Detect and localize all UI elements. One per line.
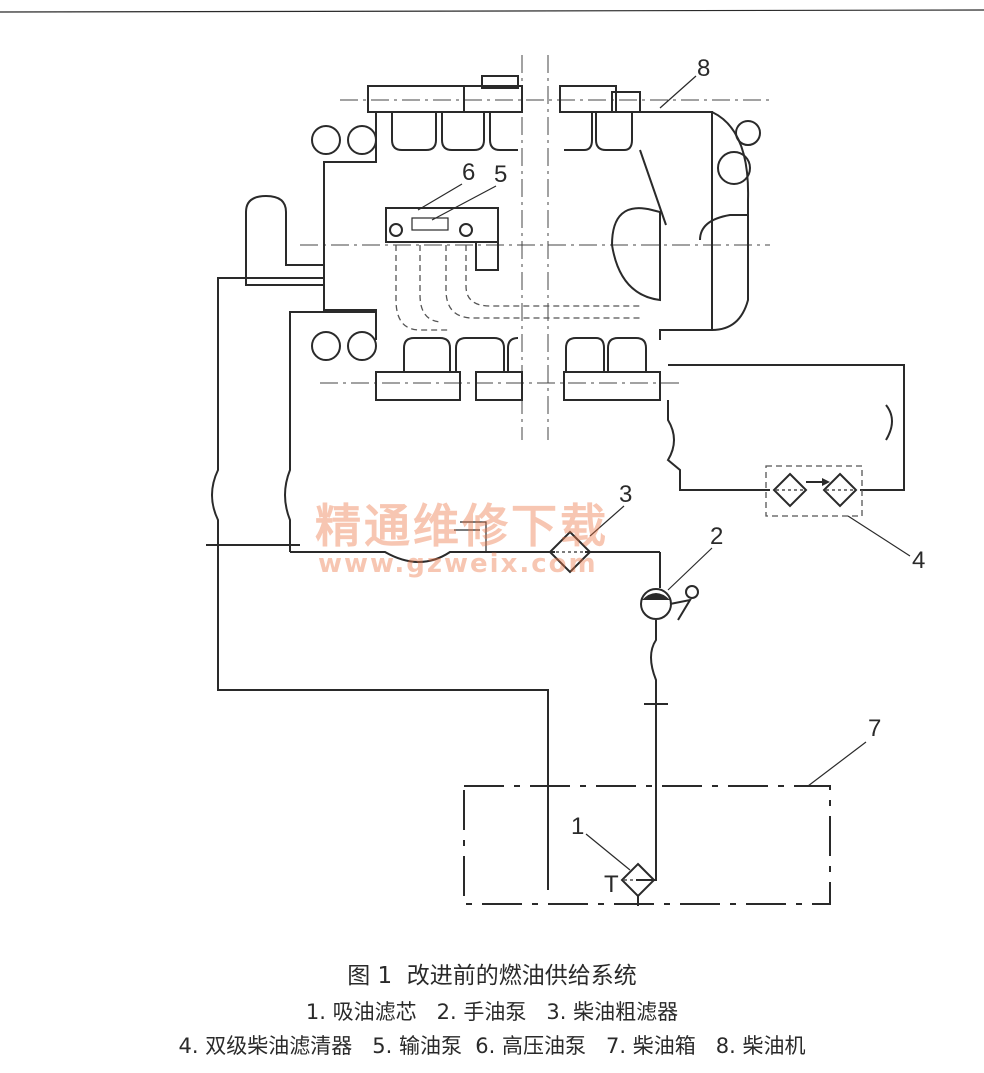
top-manifold-right xyxy=(559,85,617,113)
return-line xyxy=(211,277,549,890)
air-intake xyxy=(245,194,324,286)
legend-line-2: 4. 双级柴油滤清器 5. 输油泵 6. 高压油泵 7. 柴油箱 8. 柴油机 xyxy=(178,1034,806,1058)
bottom-rail-left xyxy=(375,371,461,401)
twin-filter-arrowhead xyxy=(822,478,830,486)
suction-line xyxy=(636,620,657,881)
twin-filter xyxy=(765,465,863,517)
hand-pump-knob xyxy=(685,585,699,599)
top-manifold-cap xyxy=(481,75,519,89)
leader-7 xyxy=(807,741,867,787)
leader-lines xyxy=(417,75,911,871)
flywheel-housing xyxy=(711,111,750,331)
bottom-rail-right xyxy=(563,371,661,401)
coarse-filter-bracket xyxy=(460,521,487,552)
housing-diagonal xyxy=(639,149,667,226)
hand-pump xyxy=(640,585,699,621)
coarse-filter xyxy=(548,530,592,574)
callout-2: 2 xyxy=(710,523,723,550)
callout-5: 5 xyxy=(494,161,507,188)
twin-filter-diamond-2 xyxy=(822,472,858,508)
feed-line-coarse xyxy=(290,551,555,563)
leader-5 xyxy=(431,185,497,221)
fuel-lines xyxy=(206,277,905,890)
line-break-mark xyxy=(885,404,893,441)
gallery-1 xyxy=(395,245,450,331)
leader-4 xyxy=(847,515,911,557)
engine-block-right xyxy=(640,111,713,340)
cylinder-bottom-1 xyxy=(403,337,451,372)
pump-bracket xyxy=(475,241,499,271)
callout-6: 6 xyxy=(462,159,475,186)
injection-pump-body xyxy=(385,207,499,243)
pump-port-left xyxy=(389,223,403,237)
cylinder-top-1 xyxy=(391,112,437,151)
cylinder-top-2 xyxy=(441,112,485,151)
gallery-4 xyxy=(465,245,640,307)
callout-3: 3 xyxy=(619,481,632,508)
transfer-pump xyxy=(411,217,449,231)
top-border xyxy=(0,9,984,13)
legend-line-1: 1. 吸油滤芯 2. 手油泵 3. 柴油粗滤器 xyxy=(305,1000,679,1024)
callout-8: 8 xyxy=(697,55,710,82)
pulley-right-mid xyxy=(717,151,751,185)
top-manifold-left xyxy=(367,85,465,113)
strainer-t-mark: T xyxy=(604,871,619,898)
suction-strainer xyxy=(620,862,656,906)
gallery-2 xyxy=(419,245,441,323)
pump-port-right xyxy=(459,223,473,237)
callout-4: 4 xyxy=(912,547,925,574)
twin-filter-diamond-1 xyxy=(772,472,808,508)
figure-title: 图 1 改进前的燃油供给系统 xyxy=(347,963,637,989)
pulley-top-left-1 xyxy=(311,125,341,155)
cylinder-top-5 xyxy=(595,112,633,151)
leader-8 xyxy=(659,75,697,109)
leader-2 xyxy=(667,547,713,591)
top-manifold-mid xyxy=(463,85,523,113)
flywheel-detail xyxy=(699,214,748,241)
gear-housing-bulge xyxy=(611,207,661,302)
leader-3 xyxy=(589,505,625,537)
hand-pump-lever xyxy=(669,598,693,621)
twin-filter-housing xyxy=(765,465,863,517)
cylinder-top-3 xyxy=(489,112,518,151)
cylinder-bottom-5 xyxy=(607,337,647,372)
cylinder-top-4 xyxy=(564,112,593,151)
outlet-line-left xyxy=(666,400,770,491)
gallery-3 xyxy=(445,245,640,319)
engine-block-left xyxy=(323,112,377,340)
leader-6 xyxy=(417,183,463,211)
feed-line-engine xyxy=(284,311,376,552)
bottom-rail-mid xyxy=(475,371,523,401)
callout-7: 7 xyxy=(868,715,881,742)
hand-pump-arrow xyxy=(642,593,670,600)
pulley-bottom-left-1 xyxy=(311,331,341,361)
fuel-tank xyxy=(463,785,831,905)
pulley-bottom-left-2 xyxy=(347,331,377,361)
diesel-engine xyxy=(245,55,770,440)
cylinder-bottom-4 xyxy=(565,337,605,372)
watermark-chinese: 精通维修下载 xyxy=(315,499,609,553)
outlet-line-right xyxy=(668,364,905,491)
cylinder-bottom-3 xyxy=(507,337,519,372)
watermark-url: www.gzweix.com xyxy=(318,549,598,579)
pulley-top-left-2 xyxy=(347,125,377,155)
callout-1: 1 xyxy=(571,813,584,840)
leader-1 xyxy=(585,833,631,871)
coarse-filter-diamond xyxy=(548,530,592,574)
cylinder-bottom-2 xyxy=(455,337,505,372)
top-manifold-end xyxy=(611,91,641,113)
